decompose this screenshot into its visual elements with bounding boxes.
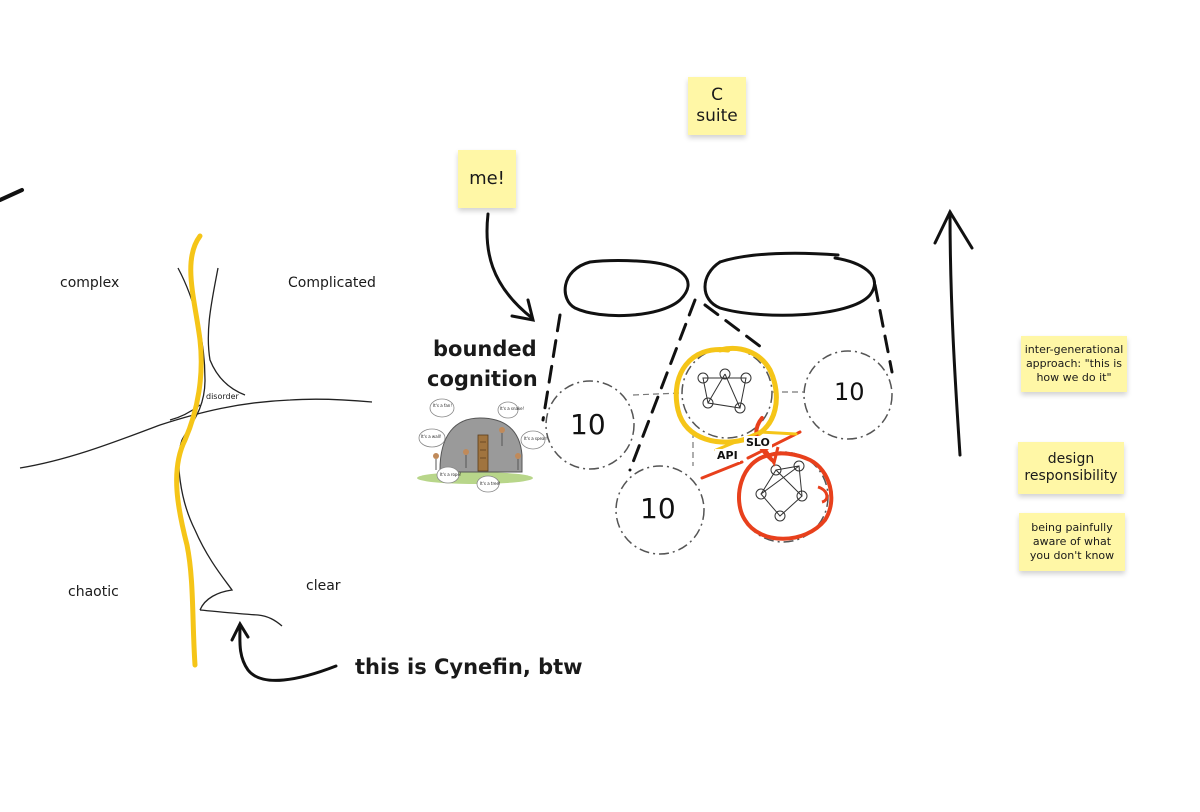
- sticky-me[interactable]: me!: [458, 150, 516, 208]
- cynefin-chaotic-label: chaotic: [68, 584, 119, 600]
- cynefin-complex-label: complex: [60, 275, 120, 291]
- cynefin-complicated-label: Complicated: [288, 275, 376, 291]
- yellow-highlight-circle: [673, 345, 779, 445]
- blind-men-elephant-illustration: [417, 398, 546, 493]
- team-size-right: 10: [834, 378, 865, 406]
- red-highlight-circle: [737, 451, 834, 541]
- team-members-yellow: [697, 368, 752, 414]
- red-dash-left: [700, 460, 744, 480]
- red-squiggle: [817, 485, 829, 504]
- sticky-painfully-aware-line1: being painfully: [1031, 521, 1113, 535]
- sticky-inter-generational-line3: how we do it": [1036, 370, 1112, 384]
- bubble-text-2: It's a wall!: [421, 434, 442, 439]
- stray-stroke: [0, 188, 24, 202]
- cynefin-caption: this is Cynefin, btw: [355, 655, 583, 679]
- sticky-inter-generational-line2: approach: "this is: [1025, 357, 1123, 371]
- slo-label: SLO: [744, 436, 772, 449]
- bubble-text-3: It's a spear!: [524, 436, 548, 441]
- bubble-text-5: It's a rope!: [440, 472, 462, 477]
- bounded-cognition-line1: bounded: [433, 337, 537, 361]
- bounded-cognition-line2: cognition: [427, 367, 538, 391]
- sticky-c-suite-line2: suite: [696, 106, 738, 126]
- sticky-inter-generational-line1: inter-generational: [1024, 343, 1124, 357]
- api-label: API: [715, 449, 740, 462]
- cynefin-pointer-arrow: [230, 620, 338, 682]
- sticky-c-suite-line1: C: [711, 84, 723, 105]
- cynefin-disorder-label: disorder: [206, 392, 239, 401]
- yellow-dash: [714, 430, 798, 452]
- sticky-design-responsibility-line1: design: [1047, 450, 1095, 467]
- team-size-left: 10: [570, 408, 606, 441]
- bubble-text-4: It's a snake!: [500, 406, 525, 411]
- sticky-painfully-aware-line3: you don't know: [1029, 548, 1115, 562]
- org-cylinders: [541, 251, 894, 472]
- team-size-bottom: 10: [640, 492, 676, 525]
- sticky-design-responsibility[interactable]: design responsibility: [1018, 442, 1124, 494]
- cynefin-yellow-line: [174, 233, 204, 668]
- bubble-text-6: It's a tree!: [480, 481, 501, 486]
- bubble-text-1: It's a fan!: [433, 403, 452, 408]
- red-dash-right: [746, 430, 802, 460]
- sticky-me-text: me!: [469, 167, 505, 189]
- cynefin-clear-label: clear: [306, 578, 341, 594]
- team-members-red: [755, 460, 808, 522]
- me-pointer-arrow: [485, 212, 536, 322]
- sticky-painfully-aware-line2: aware of what: [1032, 535, 1112, 549]
- sticky-c-suite[interactable]: C suite: [688, 77, 746, 135]
- sticky-painfully-aware[interactable]: being painfully aware of what you don't …: [1019, 513, 1125, 571]
- red-arrowhead: [763, 446, 780, 467]
- sticky-design-responsibility-line2: responsibility: [1024, 468, 1118, 484]
- sticky-inter-generational[interactable]: inter-generational approach: "this is ho…: [1021, 336, 1127, 392]
- upward-arrow: [933, 208, 974, 457]
